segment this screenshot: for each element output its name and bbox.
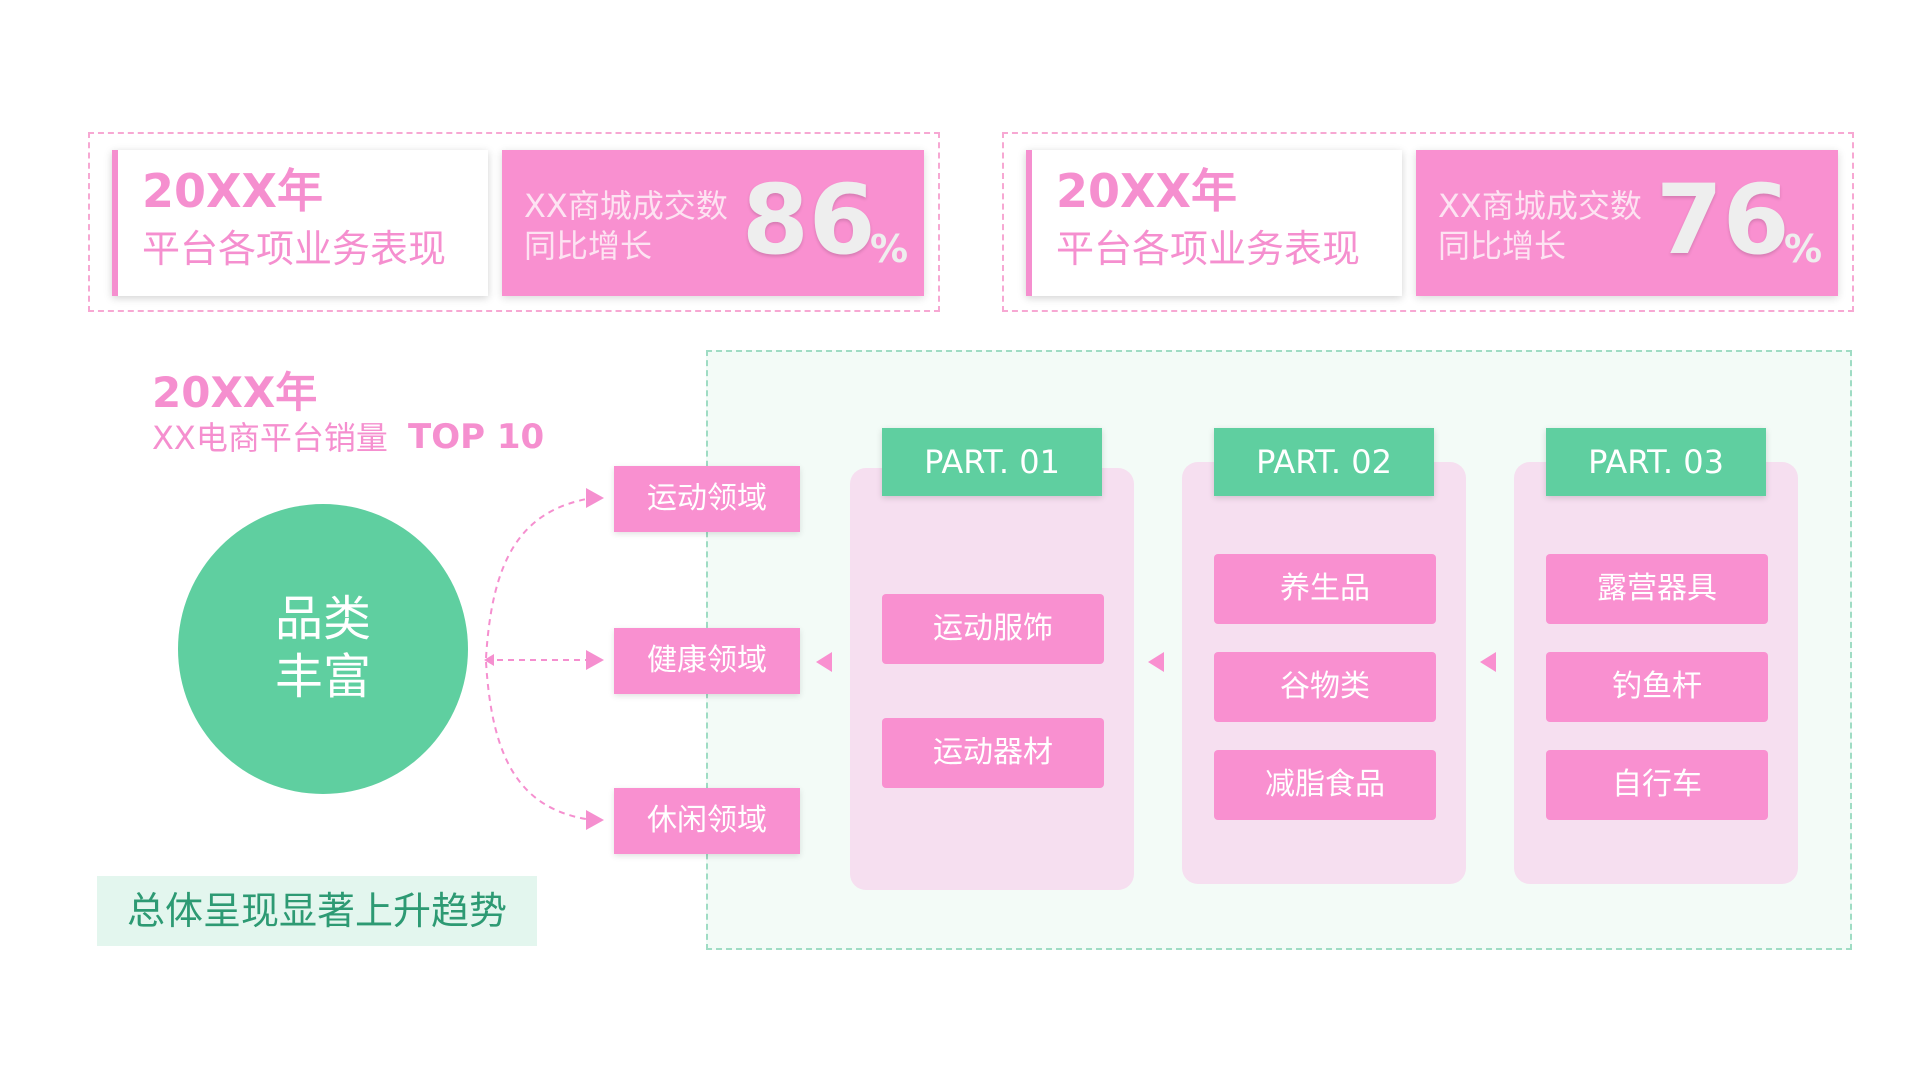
part-2-item-2: 谷物类 — [1214, 652, 1436, 722]
part-2-header: PART. 02 — [1214, 428, 1434, 496]
part-3-header: PART. 03 — [1546, 428, 1766, 496]
arrow-left-icon — [816, 652, 832, 672]
arrow-left-icon — [1148, 652, 1164, 672]
summary-banner: 总体呈现显著上升趋势 — [97, 876, 537, 946]
arrowhead-icon — [586, 810, 604, 830]
stat-card-2-unit: % — [1784, 227, 1823, 271]
stat-card-1: 20XX年 平台各项业务表现 XX商城成交数 同比增长 86 % — [88, 132, 940, 312]
stat-card-2-number: 76 — [1656, 164, 1790, 276]
stat-card-2-year: 20XX年 — [1056, 164, 1237, 218]
stat-card-2-line2: 同比增长 — [1438, 227, 1567, 265]
stat-card-1-line2: 同比增长 — [524, 227, 653, 265]
stat-card-1-year: 20XX年 — [142, 164, 323, 218]
stat-card-2-title-box: 20XX年 平台各项业务表现 — [1026, 150, 1402, 296]
section-top-label: TOP 10 — [408, 417, 545, 457]
stat-card-1-number: 86 — [742, 164, 876, 276]
stat-card-2: 20XX年 平台各项业务表现 XX商城成交数 同比增长 76 % — [1002, 132, 1854, 312]
stat-card-1-unit: % — [870, 227, 909, 271]
hub-line-1: 品类 — [274, 591, 371, 647]
part-1-header: PART. 01 — [882, 428, 1102, 496]
domain-health: 健康领域 — [614, 628, 800, 694]
section-subtitle: XX电商平台销量 — [152, 419, 388, 457]
part-1-column — [850, 468, 1134, 890]
part-3-item-3: 自行车 — [1546, 750, 1768, 820]
part-3-item-1: 露营器具 — [1546, 554, 1768, 624]
stat-card-2-value-box: XX商城成交数 同比增长 76 % — [1416, 150, 1838, 296]
category-hub-circle: 品类 丰富 — [178, 504, 468, 794]
connector-bottom — [485, 661, 593, 821]
part-2-item-3: 减脂食品 — [1214, 750, 1436, 820]
part-3-item-2: 钓鱼杆 — [1546, 652, 1768, 722]
stat-card-2-subtitle: 平台各项业务表现 — [1056, 227, 1361, 271]
hub-line-2: 丰富 — [274, 649, 371, 705]
stat-card-1-title-box: 20XX年 平台各项业务表现 — [112, 150, 488, 296]
part-1-item-2: 运动器材 — [882, 718, 1104, 788]
arrowhead-icon — [586, 488, 604, 508]
domain-sports: 运动领域 — [614, 466, 800, 532]
arrow-left-icon — [1480, 652, 1496, 672]
connector-top — [485, 497, 593, 659]
part-1-item-1: 运动服饰 — [882, 594, 1104, 664]
arrowhead-icon — [586, 650, 604, 670]
stat-card-1-line1: XX商城成交数 — [524, 187, 728, 225]
domain-leisure: 休闲领域 — [614, 788, 800, 854]
arrowhead-icon — [484, 654, 494, 666]
stat-card-1-subtitle: 平台各项业务表现 — [142, 227, 447, 271]
part-2-item-1: 养生品 — [1214, 554, 1436, 624]
stat-card-1-value-box: XX商城成交数 同比增长 86 % — [502, 150, 924, 296]
section-year: 20XX年 — [152, 368, 318, 417]
stat-card-2-line1: XX商城成交数 — [1438, 187, 1642, 225]
